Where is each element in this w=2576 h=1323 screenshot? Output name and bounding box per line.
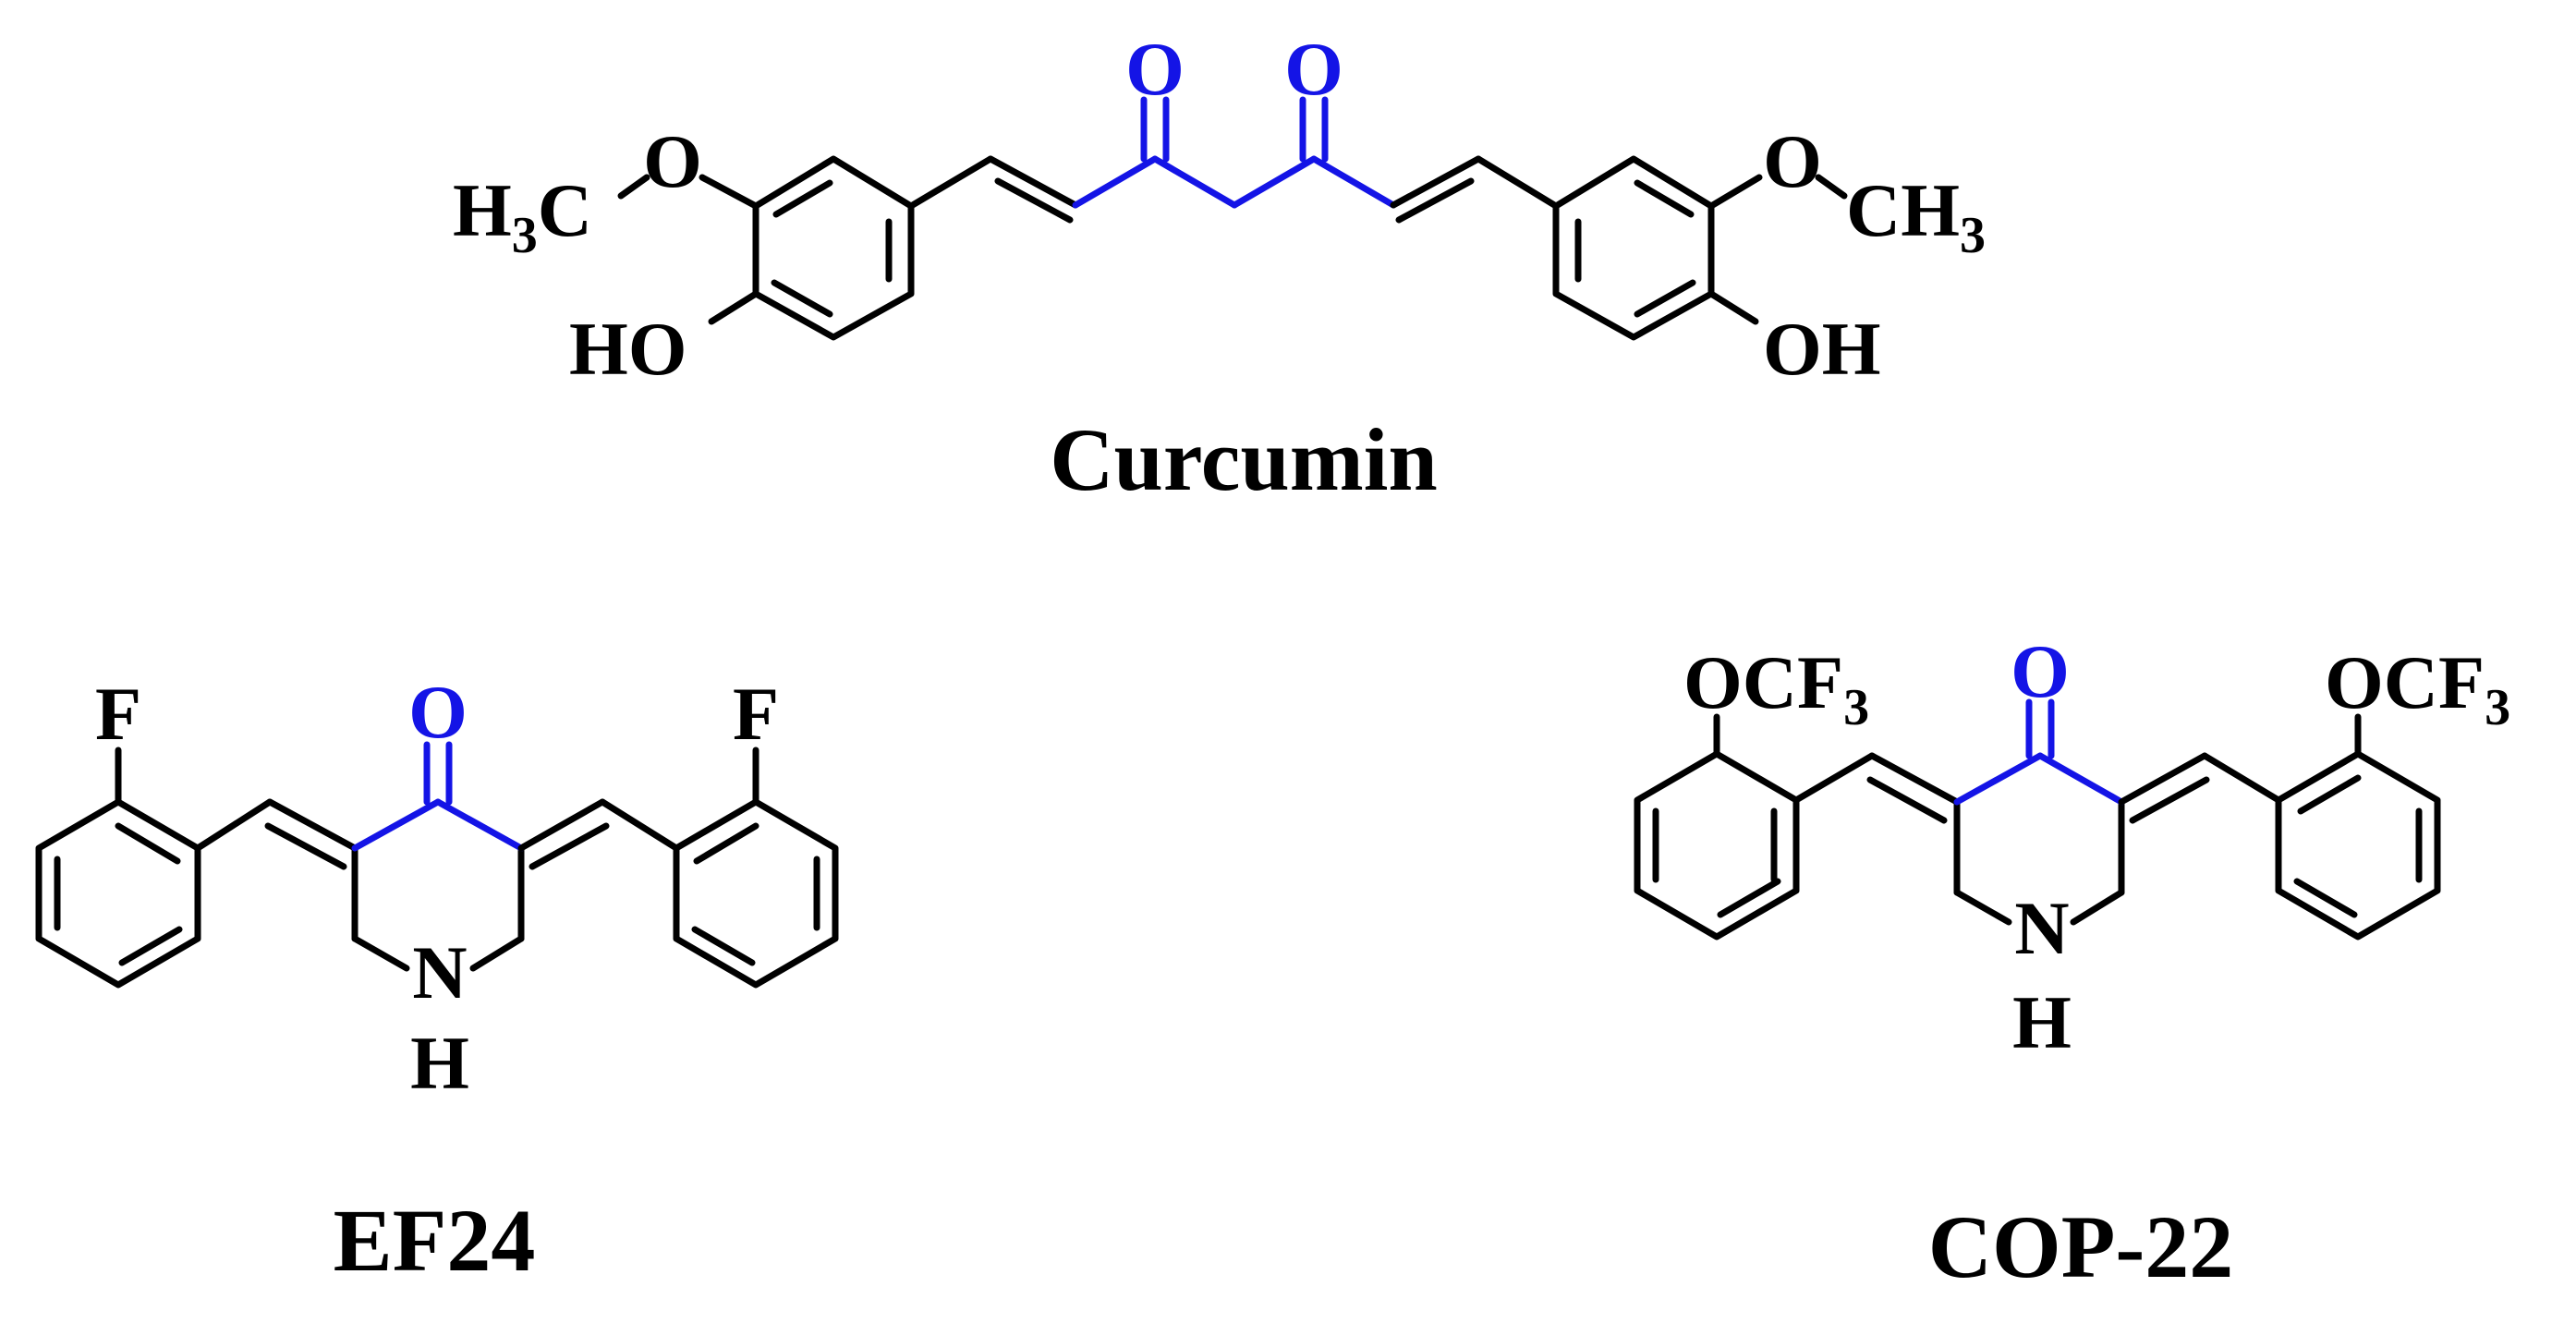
ef24-left-ring (35, 798, 201, 989)
cop22-nh-hydrogen: H (2012, 980, 2072, 1064)
curcumin-left-hydroxyl-label: HO (569, 307, 687, 391)
curcumin-left-vinyl-double-b (994, 177, 1074, 224)
curcumin-left-methoxy-bond (699, 174, 759, 210)
cop22-left-exocyclic-double-b (1866, 776, 1948, 824)
curcumin-left-methoxy-oxygen: O (643, 119, 702, 203)
cop22-structure: OCF3 O N H OCF3 (1634, 629, 2510, 1064)
curcumin-right-vinyl-double-a (1390, 155, 1482, 209)
curcumin-structure: O O H3C O HO O CH3 OH (453, 27, 1986, 391)
ef24-nh-hydrogen: H (410, 1021, 469, 1105)
ef24-ring-bond-c2-n (351, 935, 410, 972)
cop22-ring-bond-c2-n (1953, 889, 2012, 926)
ef24-right-ring (673, 798, 839, 989)
curcumin-right-methoxy-methyl-bond (1815, 174, 1848, 200)
curcumin-carbonyl-oxygen-right: O (1284, 27, 1343, 111)
curcumin-right-methyl-label: CH3 (1846, 168, 1986, 264)
curcumin-caption: Curcumin (1050, 410, 1438, 509)
ef24-ring-bond-n-c6 (469, 935, 525, 972)
ef24-right-fluorine: F (733, 672, 779, 756)
cop22-right-benzylidene-bond (2201, 752, 2282, 804)
ef24-ring-bond-c3-c4 (351, 798, 442, 852)
cop22-ring-bond-c4-c5 (2036, 752, 2125, 806)
ef24-carbonyl-oxygen: O (408, 670, 468, 754)
ef24-right-benzylidene-bond (599, 798, 680, 852)
ef24-left-fluorine: F (95, 672, 141, 756)
cop22-left-exocyclic-double-a (1868, 752, 1961, 806)
ef24-left-exocyclic-double-a (266, 798, 358, 852)
cop22-left-ocf3-label: OCF3 (1683, 640, 1869, 736)
ef24-right-exocyclic-double-a (517, 798, 606, 852)
curcumin-left-methyl-label: H3C (453, 168, 592, 264)
curcumin-left-methoxy-methyl-bond (617, 174, 650, 200)
curcumin-left-hydroxyl-bond (708, 290, 759, 325)
ef24-left-benzylidene-bond (194, 798, 273, 852)
cop22-right-ring (2275, 750, 2441, 941)
curcumin-right-ring (1552, 155, 1715, 341)
cop22-caption: COP-22 (1928, 1197, 2234, 1296)
cop22-right-exocyclic-double-b (2129, 776, 2210, 824)
ef24-ring-nitrogen: N (412, 930, 467, 1014)
curcumin-left-ring (752, 155, 915, 341)
cop22-ring-bond-c3-c4 (1953, 752, 2044, 806)
curcumin-right-hydroxyl-bond (1707, 290, 1759, 325)
curcumin-diketone-core (1072, 96, 1397, 209)
ef24-structure: F O N H F (35, 670, 839, 1105)
curcumin-right-vinyl-double-b (1395, 177, 1475, 224)
ef24-caption: EF24 (334, 1191, 536, 1290)
cop22-right-ocf3-label: OCF3 (2325, 640, 2510, 736)
cop22-left-benzylidene-bond (1792, 752, 1876, 804)
curcumin-left-vinyl-bond-1 (907, 155, 994, 210)
ef24-ring-bond-c4-c5 (434, 798, 525, 852)
cop22-ring-nitrogen: N (2014, 886, 2069, 970)
curcumin-carbonyl-oxygen-left: O (1125, 27, 1185, 111)
curcumin-left-vinyl-double-a (987, 155, 1079, 209)
cop22-ring-bond-n-c6 (2070, 889, 2125, 926)
ef24-right-exocyclic-double-b (529, 822, 610, 870)
cop22-right-exocyclic-double-a (2118, 752, 2208, 806)
cop22-carbonyl-oxygen: O (2011, 629, 2070, 713)
curcumin-right-vinyl-bond-2 (1475, 155, 1560, 210)
curcumin-right-methoxy-oxygen: O (1763, 119, 1822, 203)
curcumin-right-hydroxyl-label: OH (1763, 307, 1881, 391)
cop22-left-ring (1634, 750, 1800, 941)
curcumin-right-methoxy-bond (1707, 174, 1763, 210)
ef24-left-exocyclic-double-b (264, 822, 347, 870)
